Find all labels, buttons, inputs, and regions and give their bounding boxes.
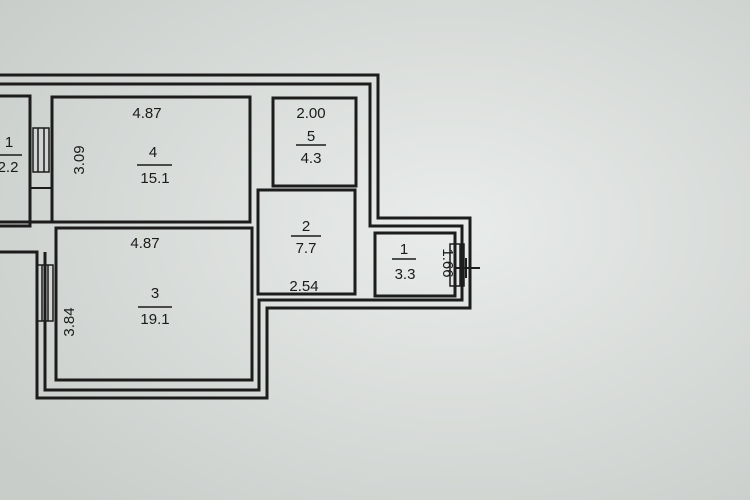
room-2-outline (256, 188, 357, 296)
room-1-area: 3.3 (395, 266, 416, 283)
room-3-area: 19.1 (140, 311, 169, 328)
partial-room-number: 1 (5, 134, 13, 151)
outer-wall-inner-line (0, 82, 464, 392)
room-4-depth: 3.09 (71, 145, 88, 174)
window-upper-left (32, 127, 50, 173)
room-4-area: 15.1 (140, 170, 169, 187)
window-lower-left (36, 264, 54, 322)
partial-room-outline (0, 94, 32, 228)
room-2-number: 2 (302, 218, 310, 235)
room-1-number: 1 (400, 241, 408, 258)
outer-wall (0, 73, 472, 400)
room-4-outline (50, 95, 252, 224)
partial-room-area: 2.2 (0, 159, 18, 176)
walls (0, 73, 480, 400)
room-labels: 1 2.2 4.87 4 15.1 3.09 4.87 3 19.1 3.84 … (0, 105, 456, 337)
window-right (449, 243, 465, 287)
room-3-width: 4.87 (130, 235, 159, 252)
room-2-area: 7.7 (296, 240, 317, 257)
room-3-outline (54, 226, 254, 382)
room-1-depth: 1.66 (439, 248, 456, 277)
fraction-bars (0, 144, 416, 308)
room-4-number: 4 (149, 144, 157, 161)
room-5-area: 4.3 (301, 150, 322, 167)
room-4-width: 4.87 (132, 105, 161, 122)
windows (32, 127, 465, 322)
room-5-number: 5 (307, 128, 315, 145)
room-2-width: 2.54 (289, 278, 318, 295)
room-5-width: 2.00 (296, 105, 325, 122)
room-3-depth: 3.84 (61, 307, 78, 336)
room-3-number: 3 (151, 285, 159, 302)
